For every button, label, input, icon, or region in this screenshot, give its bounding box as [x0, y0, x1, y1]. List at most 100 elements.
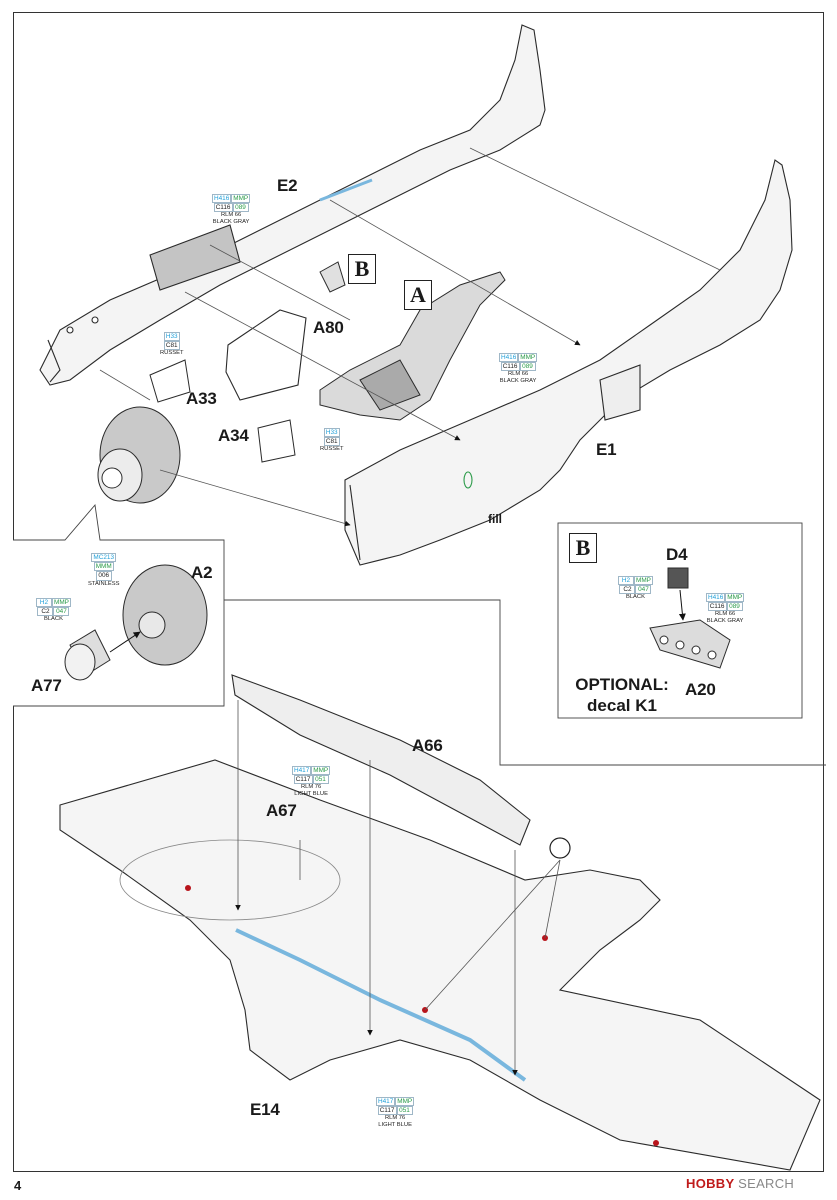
part-label-a67: A67	[266, 801, 297, 820]
callout-code: C81	[163, 341, 180, 351]
callout-code: H2	[618, 576, 634, 586]
part-label-a77: A77	[31, 676, 62, 695]
watermark: HOBBY SEARCH	[686, 1176, 794, 1191]
callout-code: MC213	[91, 553, 117, 563]
callout-code: MMP	[725, 593, 745, 603]
callout-color-name: LIGHT BLUE	[294, 790, 328, 797]
panel-a34	[257, 419, 296, 463]
callout-color-name: RLM 76	[300, 784, 322, 791]
watermark-brand: HOBBY	[686, 1176, 735, 1191]
callout-code: C2	[619, 585, 636, 595]
part-label-e1: E1	[596, 440, 617, 459]
color-callout-a2: MC213 MMM 006 STAINLESS	[88, 553, 119, 587]
callout-code: 047	[53, 607, 70, 617]
page-number: 4	[14, 1178, 22, 1193]
section-outline	[224, 599, 826, 766]
callout-code: 051	[312, 775, 329, 785]
part-label-e2: E2	[277, 176, 298, 195]
callout-color-name: RUSSET	[320, 446, 344, 453]
callout-code: H417	[292, 766, 312, 776]
callout-code: C116	[213, 203, 233, 213]
callout-code: H2	[36, 598, 52, 608]
callout-code: MMM	[93, 562, 114, 572]
engine-a2-detail	[64, 564, 208, 681]
callout-color-name: RLM 76	[384, 1115, 406, 1122]
callout-code: C117	[293, 775, 313, 785]
engine-a2-top	[97, 406, 181, 504]
callout-color-name: RLM 66	[714, 611, 736, 618]
callout-code: C2	[37, 607, 54, 617]
part-label-a80: A80	[313, 318, 344, 337]
callout-color-name: BLACK	[625, 594, 645, 601]
panel-a80	[225, 309, 307, 401]
callout-code: MMP	[52, 598, 71, 608]
fill-label: fill	[488, 512, 502, 526]
callout-code: C117	[377, 1106, 397, 1116]
callout-color-name: BLACK GRAY	[706, 617, 744, 624]
callout-code: C81	[323, 437, 340, 447]
callout-color-name: LIGHT BLUE	[378, 1121, 412, 1128]
callout-code: H33	[323, 428, 340, 438]
part-label-e14: E14	[250, 1100, 280, 1119]
callout-code: MMP	[311, 766, 331, 776]
callout-code: H416	[706, 593, 726, 603]
callout-color-name: STAINLESS	[88, 580, 120, 587]
inset-b-label: B	[569, 533, 597, 563]
callout-color-name: BLACK	[43, 616, 63, 623]
fuselage-right-half-e1	[344, 159, 793, 566]
callout-code: MMP	[518, 353, 538, 363]
callout-code: 089	[519, 362, 536, 372]
callout-code: H417	[376, 1097, 396, 1107]
callout-code: H33	[163, 332, 180, 342]
callout-color-name: RLM 66	[220, 212, 242, 219]
color-callout-a34: H33 C81 RUSSET	[320, 428, 344, 453]
spar-a66	[231, 674, 531, 846]
lower-wing-e14	[59, 759, 821, 1171]
part-b-small	[319, 261, 346, 293]
step-b-label: B	[348, 254, 376, 284]
optional-note: OPTIONAL: decal K1	[567, 674, 677, 716]
callout-code: C116	[500, 362, 520, 372]
part-label-a34: A34	[218, 426, 249, 445]
watermark-tail: SEARCH	[738, 1176, 795, 1191]
seat-a20	[649, 567, 731, 669]
callout-color-name: RUSSET	[160, 350, 184, 357]
hole-symbol	[549, 837, 571, 859]
panel-a33	[149, 359, 191, 403]
optional-line2: decal K1	[587, 696, 657, 715]
part-label-a33: A33	[186, 389, 217, 408]
part-label-a20: A20	[685, 680, 716, 699]
part-label-a66: A66	[412, 736, 443, 755]
callout-code: C116	[707, 602, 727, 612]
callout-color-name: BLACK GRAY	[499, 377, 537, 384]
optional-line1: OPTIONAL:	[575, 675, 669, 694]
callout-code: MMP	[395, 1097, 415, 1107]
part-label-a2: A2	[191, 563, 213, 582]
part-label-d4: D4	[666, 545, 688, 564]
callout-code: 047	[635, 585, 652, 595]
fuselage-left-half-e2	[39, 24, 546, 386]
callout-code: 051	[396, 1106, 413, 1116]
step-a-label: A	[404, 280, 432, 310]
cockpit-assembly	[319, 271, 506, 421]
callout-code: 006	[95, 571, 112, 581]
callout-code: H416	[212, 194, 232, 204]
callout-code: H416	[499, 353, 519, 363]
callout-color-name: RLM 66	[507, 371, 529, 378]
callout-code: MMP	[634, 576, 653, 586]
callout-code: 089	[726, 602, 743, 612]
callout-code: MMP	[231, 194, 251, 204]
guide-lines-top	[99, 147, 721, 527]
color-callout-a33: H33 C81 RUSSET	[160, 332, 184, 357]
callout-code: 089	[232, 203, 249, 213]
guide-lines-bottom	[235, 700, 561, 1076]
